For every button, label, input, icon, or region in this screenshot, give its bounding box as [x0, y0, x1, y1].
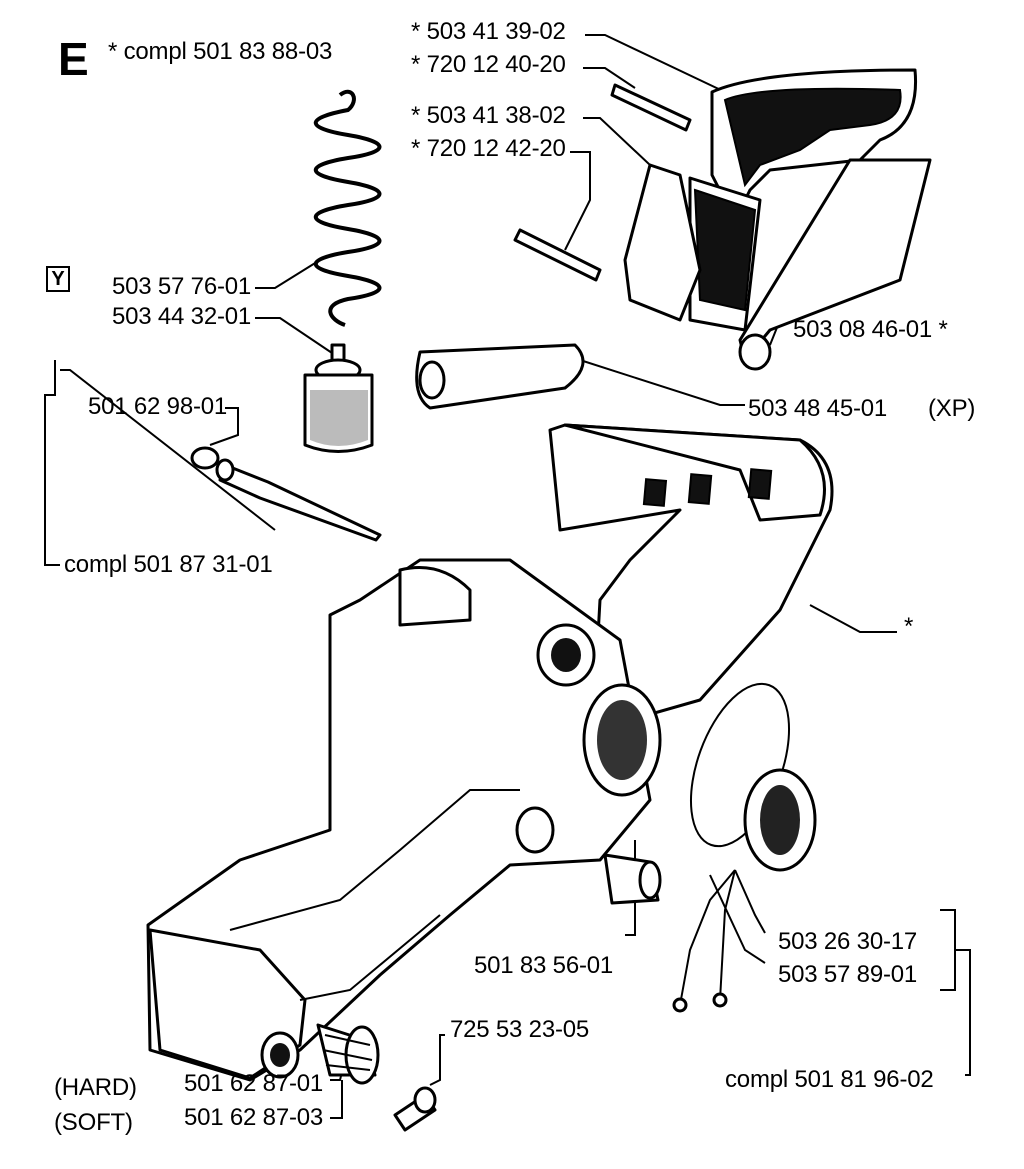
label-star: * [904, 613, 914, 640]
label-503577601: 503 57 76-01 [112, 273, 252, 300]
label-503484501: 503 48 45-01 [748, 395, 888, 422]
label-xp: (XP) [928, 395, 976, 422]
pickup-tube-drawing [190, 446, 382, 542]
bushing-drawing [603, 853, 662, 905]
spring-drawing [313, 89, 382, 327]
label-compl-501838803: * compl 501 83 88-03 [108, 38, 333, 65]
label-503263017: 503 26 30-17 [778, 928, 918, 955]
code-y-marker: Y [46, 266, 70, 292]
label-compl-501873101: compl 501 87 31-01 [64, 551, 273, 578]
fuel-filter-drawing [303, 343, 374, 453]
label-503413802: * 503 41 38-02 [411, 102, 566, 129]
trigger-assembly-drawing [513, 68, 932, 371]
rear-handle-drawing [146, 423, 834, 1082]
label-503413902: * 503 41 39-02 [411, 18, 566, 45]
label-compl-501819602: compl 501 81 96-02 [725, 1066, 934, 1093]
label-501835601: 501 83 56-01 [474, 952, 614, 979]
label-soft: (SOFT) [54, 1109, 133, 1136]
av-element-drawing [316, 1023, 437, 1132]
code-e-marker: E [58, 33, 89, 85]
label-503578901: 503 57 89-01 [778, 961, 918, 988]
label-501628701: 501 62 87-01 [184, 1070, 324, 1097]
label-720124020: * 720 12 40-20 [411, 51, 566, 78]
label-720124220: * 720 12 42-20 [411, 135, 566, 162]
throttle-lock-drawing [415, 343, 585, 410]
label-501628703: 501 62 87-03 [184, 1104, 324, 1131]
label-hard: (HARD) [54, 1074, 137, 1101]
oil-cap-drawing [672, 682, 817, 1013]
label-501629801: 501 62 98-01 [88, 393, 228, 420]
label-503443201: 503 44 32-01 [112, 303, 252, 330]
label-725532305: 725 53 23-05 [450, 1016, 590, 1043]
label-503084601: 503 08 46-01 * [793, 316, 948, 343]
